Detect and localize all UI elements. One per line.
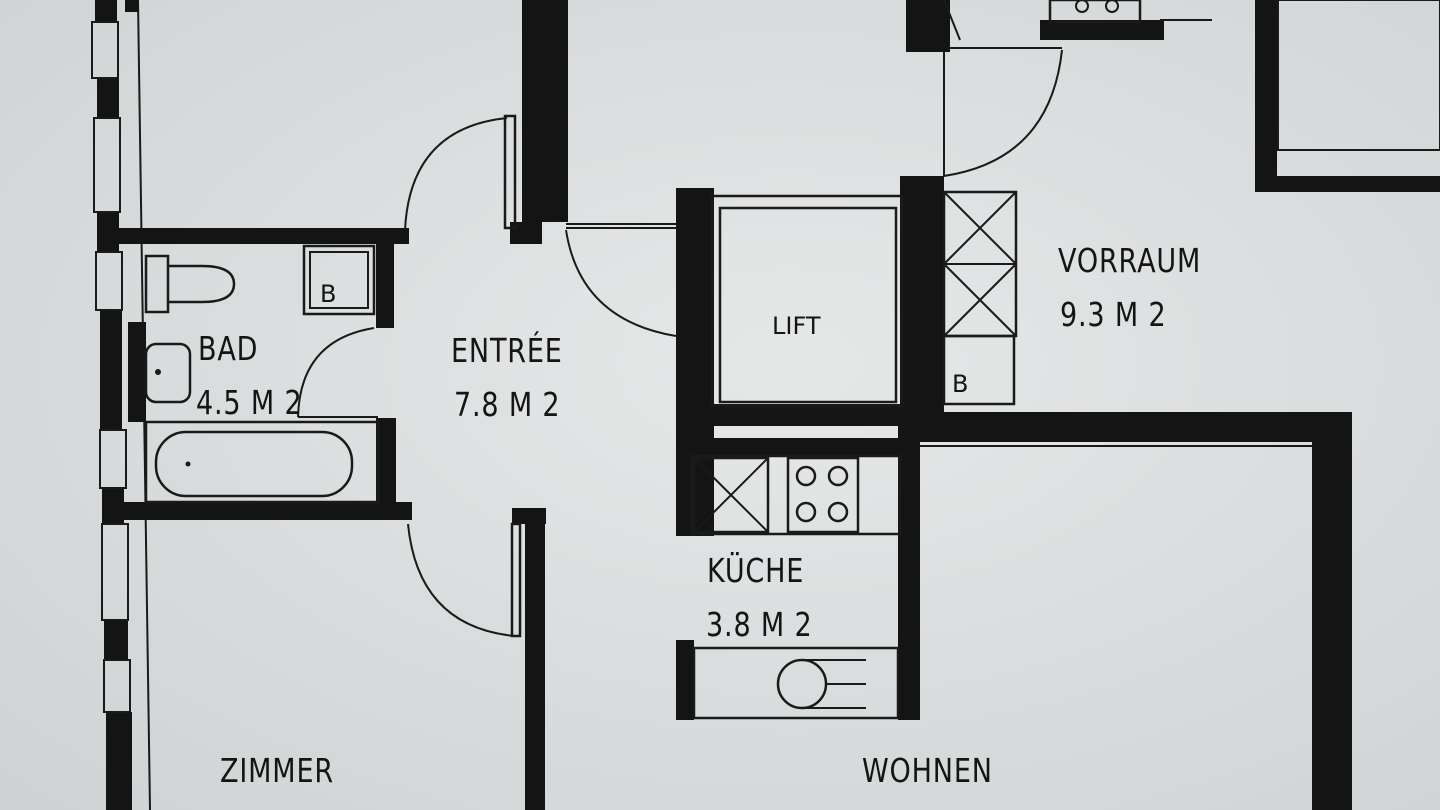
bad-shaft-box — [302, 244, 376, 316]
room-labels: BAD 4.5 M 2 ENTRÉE 7.8 M 2 LIFT VORRAUM … — [196, 242, 1201, 790]
bad-shaft-marker: B — [320, 280, 336, 308]
bathroom-door-swing — [297, 327, 375, 418]
vorraum-shaft-box — [942, 334, 1016, 406]
toilet-icon — [144, 254, 236, 314]
bad-area: 4.5 M 2 — [196, 384, 302, 422]
vorraum-door-swing — [943, 49, 1063, 177]
stove-icon — [786, 456, 860, 534]
sink-basin-icon — [776, 658, 866, 710]
kueche-label: KÜCHE — [707, 550, 804, 590]
bathtub-icon — [144, 420, 380, 504]
kueche-area: 3.8 M 2 — [706, 606, 812, 644]
vorraum-shaft-marker: B — [952, 370, 968, 398]
entree-area: 7.8 M 2 — [454, 386, 560, 424]
wohnen-label: WOHNEN — [862, 752, 993, 790]
zimmer-label: ZIMMER — [220, 752, 334, 790]
upper-right-walls — [906, 0, 1440, 192]
kitchen — [676, 410, 920, 720]
lift-label: LIFT — [772, 312, 821, 340]
lift-cabin — [718, 206, 898, 404]
entree-label: ENTRÉE — [451, 331, 563, 370]
zimmer-door-swing — [407, 523, 515, 637]
entree-walls — [404, 0, 677, 810]
vorraum-label: VORRAUM — [1058, 242, 1201, 280]
bad-label: BAD — [198, 330, 258, 368]
corridor-door-swing — [565, 229, 677, 337]
sink-icon — [144, 342, 192, 404]
vorraum-area: 9.3 M 2 — [1060, 296, 1166, 334]
entree-door-leaf — [503, 114, 517, 230]
left-exterior-wall — [91, 0, 151, 810]
bathroom — [117, 228, 412, 520]
entree-door-swing — [404, 117, 508, 231]
kitchen-cabinet-icon — [692, 456, 770, 534]
wohnen-walls — [916, 412, 1352, 810]
